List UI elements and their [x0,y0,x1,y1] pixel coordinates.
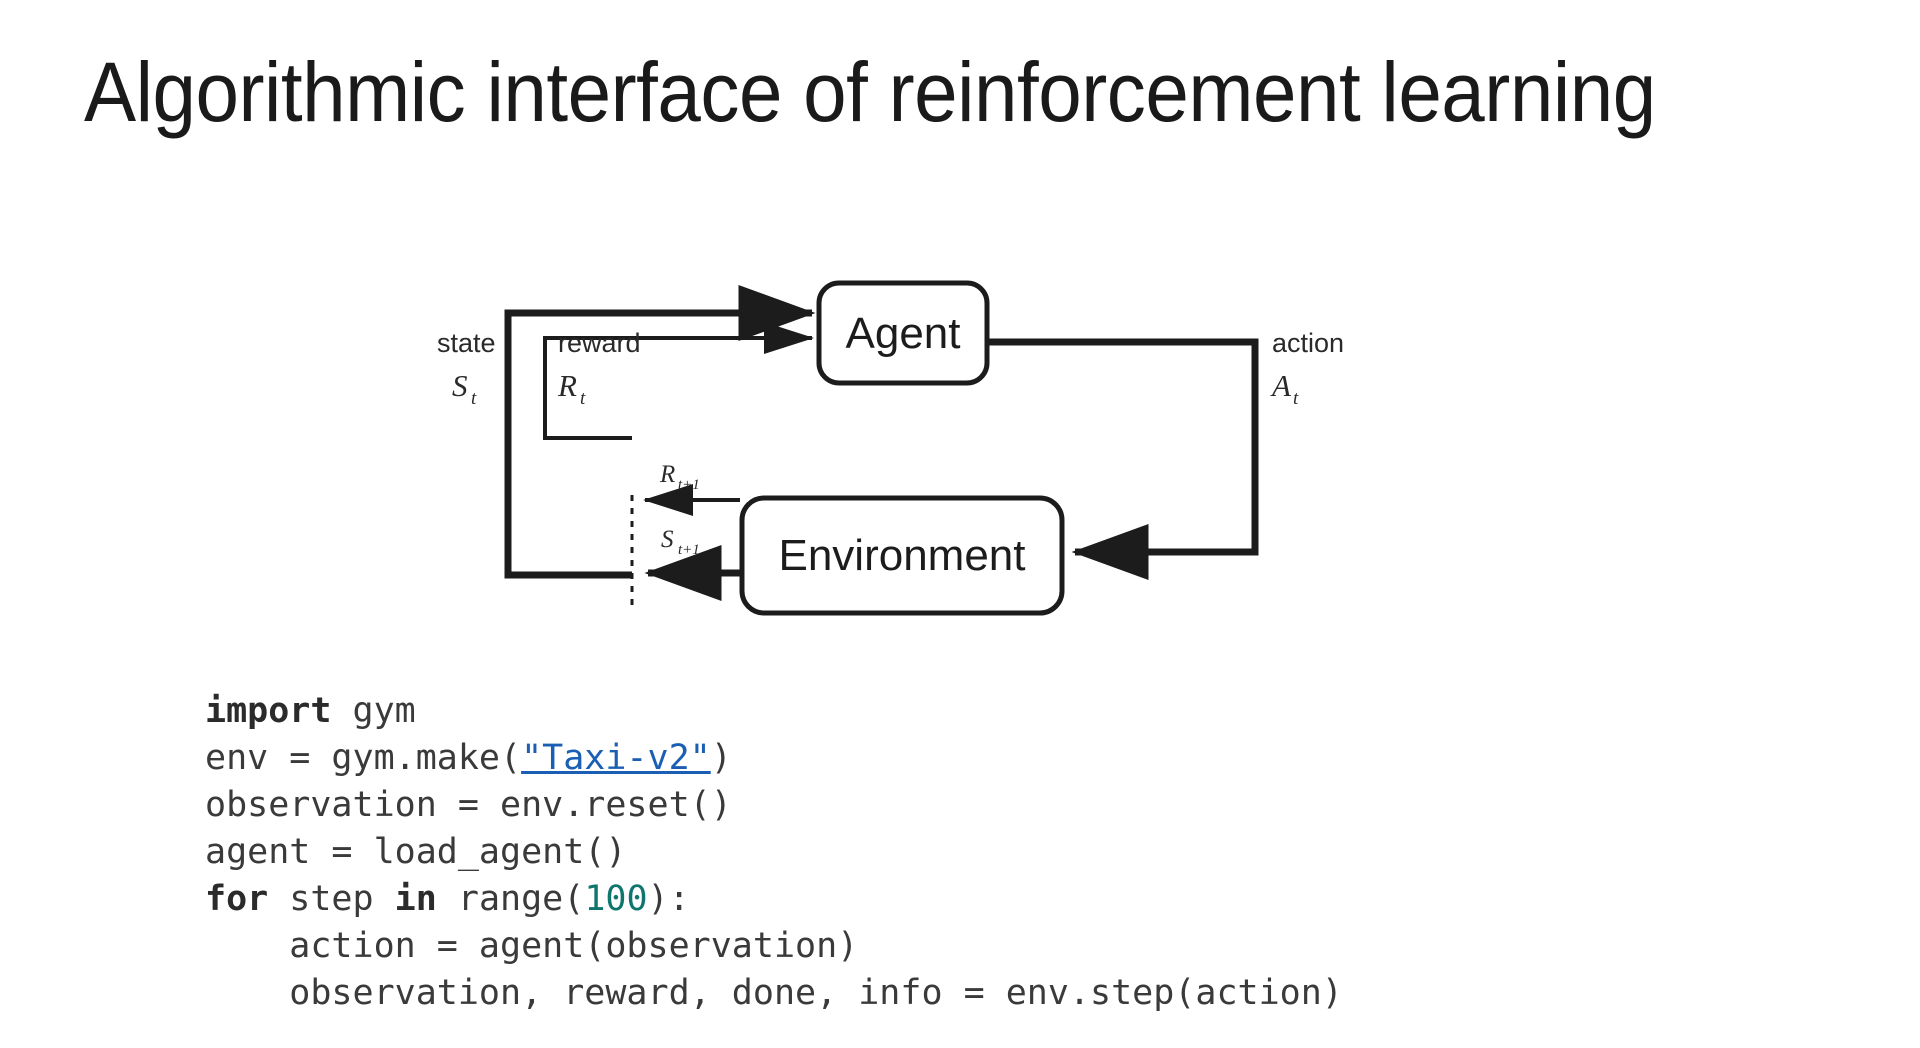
code-string-hyperlink[interactable]: "Taxi-v2" [521,738,711,778]
environment-box [739,495,1065,616]
next-state-label-group: S t+1 [661,526,700,558]
code-line: import gym [205,688,1343,735]
reward-symbol-label: R [557,368,577,403]
page-title: Algorithmic interface of reinforcement l… [84,45,1656,139]
action-subscript-label: t [1293,388,1299,409]
action-edge [985,338,1259,580]
state-subscript-label: t [471,388,477,409]
next-reward-label-group: R t+1 [659,461,700,493]
code-text: agent = load_agent() [205,832,627,872]
action-word-label: action [1272,328,1344,358]
next-state-subscript-label: t+1 [678,542,700,558]
next-state-symbol-label: S [661,526,674,553]
agent-box [816,280,990,386]
code-text: action = agent(observation) [205,926,859,966]
code-keyword: in [394,879,437,919]
node-environment: Environment [739,495,1065,616]
code-line: for step in range(100): [205,876,1343,923]
action-label-group: action A t [1270,328,1344,409]
code-line: agent = load_agent() [205,829,1343,876]
code-line: action = agent(observation) [205,923,1343,970]
reward-edge [543,322,814,440]
node-agent: Agent [816,280,990,386]
code-text: ): [647,879,690,919]
code-text: ) [710,738,732,778]
state-edge-path [504,285,816,579]
code-text: gym [331,691,416,731]
action-edge-path [985,338,1259,580]
code-text: observation = env.reset() [205,785,732,825]
state-label-group: state S t [437,328,496,409]
reward-subscript-label: t [580,388,586,409]
reward-word-label: reward [558,328,641,358]
code-number-literal: 100 [584,879,648,919]
code-line: observation, reward, done, info = env.st… [205,970,1343,1017]
rl-loop-diagram: Agent Environment state S t reward R t [0,210,1920,640]
code-text: range( [436,879,585,919]
code-keyword: import [205,691,332,731]
code-text: env = gym.make( [205,738,522,778]
agent-label: Agent [846,309,961,358]
code-text: step [268,879,395,919]
state-edge [504,285,816,579]
state-symbol-label: S [452,368,468,403]
action-symbol-label: A [1270,368,1292,403]
code-text: observation, reward, done, info = env.st… [205,973,1343,1013]
state-word-label: state [437,328,496,358]
environment-label: Environment [778,531,1025,580]
reward-label-group: reward R t [557,328,641,409]
code-line: observation = env.reset() [205,782,1343,829]
next-reward-symbol-label: R [659,461,675,488]
next-reward-subscript-label: t+1 [678,477,700,493]
code-keyword: for [205,879,269,919]
code-line: env = gym.make("Taxi-v2") [205,735,1343,782]
reward-edge-path [543,322,814,440]
